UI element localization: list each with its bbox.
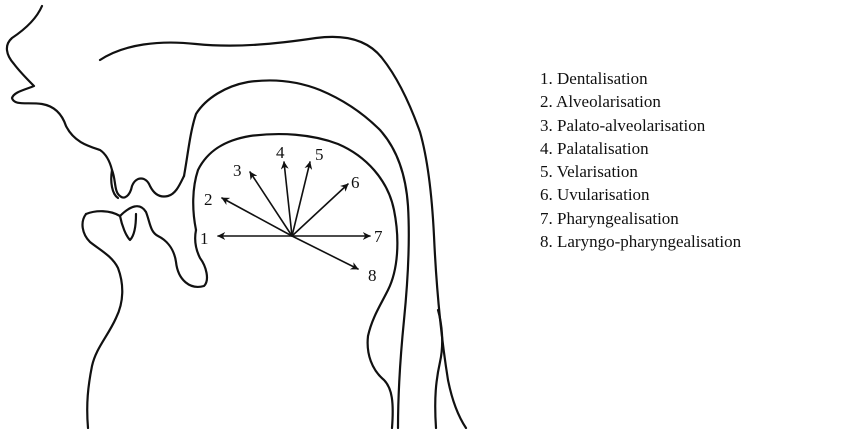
arrow-uvularisation: [292, 184, 348, 236]
tongue-outline: [193, 134, 397, 428]
legend-item-dentalisation: 1. Dentalisation: [540, 67, 741, 90]
articulation-arrows: 1 2 3 4 5 6 7 8: [200, 143, 383, 285]
legend-item-uvularisation: 6. Uvularisation: [540, 183, 741, 206]
legend-item-alveolarisation: 2. Alveolarisation: [540, 90, 741, 113]
arrow-number-alveolarisation: 2: [204, 190, 213, 209]
arrow-number-palatalisation: 4: [276, 143, 285, 162]
legend-item-palatalisation: 4. Palatalisation: [540, 137, 741, 160]
arrow-number-dentalisation: 1: [200, 229, 209, 248]
legend-item-velarisation: 5. Velarisation: [540, 160, 741, 183]
arrow-number-palato-alveolarisation: 3: [233, 161, 242, 180]
arrow-number-uvularisation: 6: [351, 173, 360, 192]
arrow-number-laryngo-pharyngealisation: 8: [368, 266, 377, 285]
palate-outline: [184, 80, 409, 428]
arrow-number-velarisation: 5: [315, 145, 324, 164]
arrow-laryngo-pharyngealisation: [292, 236, 358, 269]
arrow-number-pharyngealisation: 7: [374, 227, 383, 246]
legend-item-laryngo-pharyngealisation: 8. Laryngo-pharyngealisation: [540, 230, 741, 253]
legend: 1. Dentalisation 2. Alveolarisation 3. P…: [540, 67, 741, 253]
lower-incisor-outline: [120, 214, 136, 240]
arrow-velarisation: [292, 162, 310, 236]
arrow-alveolarisation: [222, 198, 292, 236]
legend-item-palato-alveolarisation: 3. Palato-alveolarisation: [540, 114, 741, 137]
lower-lip-outline: [86, 206, 207, 287]
larynx-outline: [435, 310, 442, 428]
legend-item-pharyngealisation: 7. Pharyngealisation: [540, 207, 741, 230]
chin-outline: [83, 214, 123, 428]
face-profile-outline: [7, 6, 184, 198]
